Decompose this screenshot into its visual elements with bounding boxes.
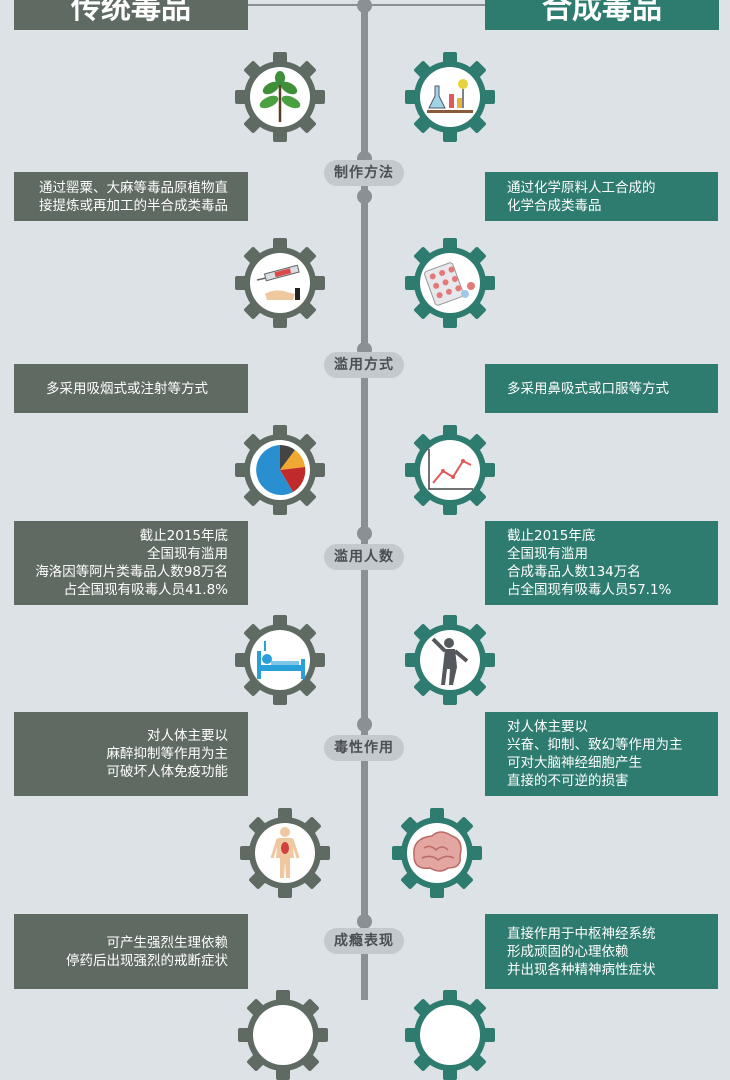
- synthetic-drugs-header: 合成毒品: [485, 0, 719, 30]
- box-line: 可产生强烈生理依赖: [106, 934, 229, 951]
- box-line: 对人体主要以: [507, 719, 588, 735]
- human-body-icon: [240, 808, 330, 898]
- box-line: 直接作用于中枢神经系统: [507, 925, 656, 942]
- pills-icon: [405, 238, 495, 328]
- synthetic-abuse-count-box: 截止2015年底 全国现有滥用 合成毒品人数134万名 占全国现有吸毒人员57.…: [485, 521, 718, 605]
- traditional-abuse-method-box: 多采用吸烟式或注射等方式: [14, 364, 248, 413]
- box-line: 通过化学原料人工合成的: [507, 179, 656, 196]
- synthetic-toxicity-box: 对人体主要以 兴奋、抑制、致幻等作用为主 可对大脑神经细胞产生 直接的不可逆的损…: [485, 712, 718, 796]
- timeline-node: [357, 717, 372, 732]
- line-chart-icon: [405, 425, 495, 515]
- box-line: 化学合成类毒品: [507, 197, 602, 214]
- brain-icon: [392, 808, 482, 898]
- synthetic-abuse-method-box: 多采用鼻吸式或口服等方式: [485, 364, 718, 413]
- timeline-node: [357, 914, 372, 929]
- traditional-abuse-count-box: 截止2015年底 全国现有滥用 海洛因等阿片类毒品人数98万名 占全国现有吸毒人…: [14, 521, 248, 605]
- box-line: 通过罂粟、大麻等毒品原植物直: [39, 179, 228, 196]
- box-line: 截止2015年底: [507, 528, 596, 544]
- traditional-addiction-box: 可产生强烈生理依赖 停药后出现强烈的戒断症状: [14, 914, 248, 989]
- traditional-production-box: 通过罂粟、大麻等毒品原植物直 接提炼或再加工的半合成类毒品: [14, 172, 248, 221]
- gear-icon: [405, 990, 495, 1080]
- traditional-drugs-header: 传统毒品: [14, 0, 248, 30]
- section-label-production: 制作方法: [324, 160, 404, 186]
- plant-icon: [235, 52, 325, 142]
- section-label-abuse-count: 滥用人数: [324, 544, 404, 570]
- box-line: 可对大脑神经细胞产生: [507, 755, 642, 771]
- lab-flask-icon: [405, 52, 495, 142]
- box-line: 兴奋、抑制、致幻等作用为主: [507, 737, 683, 753]
- box-line: 接提炼或再加工的半合成类毒品: [39, 197, 228, 214]
- box-line: 占全国现有吸毒人员57.1%: [507, 582, 672, 598]
- pie-chart-icon: [235, 425, 325, 515]
- section-label-addiction: 成瘾表现: [324, 928, 404, 954]
- synthetic-production-box: 通过化学原料人工合成的 化学合成类毒品: [485, 172, 718, 221]
- box-line: 麻醉抑制等作用为主: [106, 746, 229, 762]
- box-line: 并出现各种精神病性症状: [507, 961, 656, 978]
- hospital-bed-icon: [235, 615, 325, 705]
- box-line: 截止2015年底: [139, 528, 228, 544]
- timeline-spine: [361, 0, 368, 1000]
- box-line: 对人体主要以: [147, 728, 228, 744]
- traditional-toxicity-box: 对人体主要以 麻醉抑制等作用为主 可破坏人体免疫功能: [14, 712, 248, 796]
- box-line: 全国现有滥用: [507, 546, 588, 562]
- box-line: 可破坏人体免疫功能: [106, 764, 229, 780]
- synthetic-addiction-box: 直接作用于中枢神经系统 形成顽固的心理依赖 并出现各种精神病性症状: [485, 914, 718, 989]
- box-line: 全国现有滥用: [147, 546, 228, 562]
- box-line: 合成毒品人数134万名: [507, 564, 641, 580]
- timeline-node: [357, 189, 372, 204]
- gear-icon: [238, 990, 328, 1080]
- timeline-node: [357, 0, 372, 13]
- box-line: 多采用吸烟式或注射等方式: [46, 380, 208, 397]
- section-label-toxicity: 毒性作用: [324, 735, 404, 761]
- box-line: 形成顽固的心理依赖: [507, 943, 629, 960]
- timeline-node: [357, 526, 372, 541]
- box-line: 直接的不可逆的损害: [507, 773, 629, 789]
- box-line: 停药后出现强烈的戒断症状: [66, 952, 228, 969]
- section-label-abuse-method: 滥用方式: [324, 352, 404, 378]
- box-line: 占全国现有吸毒人员41.8%: [63, 582, 228, 598]
- box-line: 多采用鼻吸式或口服等方式: [507, 380, 669, 397]
- person-silhouette-icon: [405, 615, 495, 705]
- syringe-icon: [235, 238, 325, 328]
- box-line: 海洛因等阿片类毒品人数98万名: [35, 564, 228, 580]
